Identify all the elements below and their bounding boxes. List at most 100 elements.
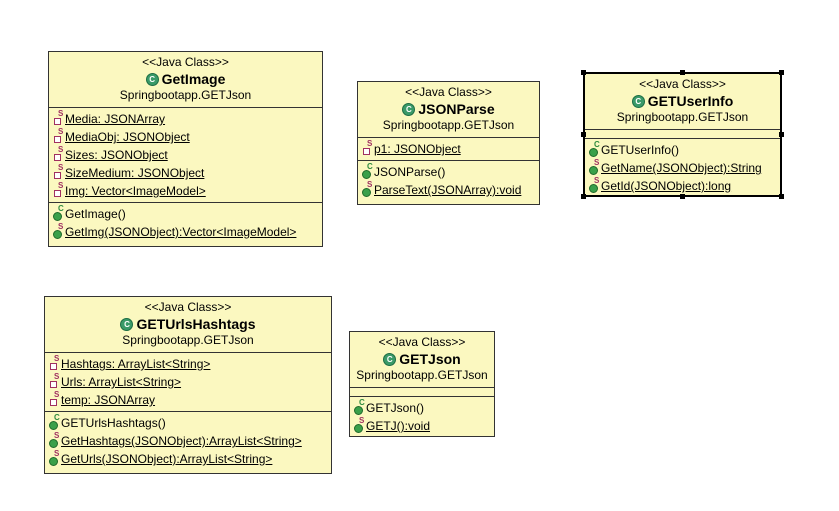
class-header: <<Java Class>> C GetImage Springbootapp.… [49, 52, 322, 108]
constructor-icon: C [53, 205, 64, 221]
method-text: ParseText(JSONArray):void [374, 183, 522, 197]
constructor-icon: C [354, 399, 365, 415]
method-text: GETJ():void [366, 419, 431, 433]
class-box-jsonparse[interactable]: <<Java Class>> C JSONParse Springbootapp… [357, 81, 540, 205]
resize-handle[interactable] [779, 132, 784, 137]
class-box-getuserinfo[interactable]: <<Java Class>> C GETUserInfo Springboota… [581, 70, 784, 199]
stereotype-label: <<Java Class>> [142, 55, 229, 69]
field-text: Media: JSONArray [65, 112, 166, 126]
static-field-icon: S [53, 110, 64, 125]
method-text: GetId(JSONObject):long [601, 179, 732, 193]
static-method-icon: S [589, 159, 600, 175]
stereotype-label: <<Java Class>> [405, 85, 492, 99]
method-text: GETUserInfo() [601, 143, 680, 157]
static-method-icon: S [53, 223, 64, 239]
resize-handle[interactable] [581, 132, 586, 137]
class-box-geturlshashtags[interactable]: <<Java Class>> C GETUrlsHashtags Springb… [44, 296, 332, 474]
package-label: Springbootapp.GETJson [122, 333, 254, 347]
class-name: C GetImage [51, 70, 320, 88]
stereotype-label: <<Java Class>> [639, 77, 726, 91]
class-box-getimage[interactable]: <<Java Class>> C GetImage Springbootapp.… [48, 51, 323, 247]
method-text: GETUrlsHashtags() [61, 416, 166, 430]
class-name: C GETUrlsHashtags [47, 315, 329, 333]
static-method-icon: S [589, 177, 600, 193]
package-label: Springbootapp.GETJson [356, 368, 488, 382]
class-name-text: GETJson [399, 351, 461, 367]
class-header: <<Java Class>> C GETJson Springbootapp.G… [350, 332, 494, 388]
class-name: C JSONParse [360, 100, 537, 118]
resize-handle[interactable] [680, 194, 685, 199]
class-header: <<Java Class>> C GETUrlsHashtags Springb… [45, 297, 331, 353]
resize-handle[interactable] [581, 194, 586, 199]
static-field-icon: S [49, 355, 60, 370]
package-label: Springbootapp.GETJson [616, 110, 749, 124]
resize-handle[interactable] [779, 194, 784, 199]
class-box-getjson[interactable]: <<Java Class>> C GETJson Springbootapp.G… [349, 331, 495, 437]
field-text: SizeMedium: JSONObject [65, 166, 205, 180]
static-method-icon: S [49, 450, 60, 466]
class-name-text: GETUrlsHashtags [136, 316, 256, 332]
class-header: <<Java Class>> C JSONParse Springbootapp… [358, 82, 539, 138]
field-text: MediaObj: JSONObject [65, 130, 190, 144]
class-c-icon: C [631, 94, 645, 108]
method-text: GetImg(JSONObject):Vector<ImageModel> [65, 225, 297, 239]
stereotype-label: <<Java Class>> [378, 335, 466, 349]
class-c-icon: C [120, 317, 134, 331]
static-field-icon: S [362, 140, 373, 155]
stereotype-label: <<Java Class>> [144, 300, 232, 314]
resize-handle[interactable] [581, 70, 586, 75]
class-name-text: GETUserInfo [647, 93, 734, 109]
static-field-icon: S [49, 373, 60, 388]
resize-handle[interactable] [680, 70, 685, 75]
constructor-icon: C [49, 414, 60, 430]
fields-section [585, 130, 780, 139]
class-c-icon: C [402, 102, 416, 116]
package-label: Springbootapp.GETJson [382, 118, 515, 132]
field-text: Urls: ArrayList<String> [61, 375, 182, 389]
method-text: GetName(JSONObject):String [601, 161, 762, 175]
static-field-icon: S [53, 164, 64, 179]
static-field-icon: S [53, 182, 64, 197]
package-label: Springbootapp.GETJson [119, 88, 252, 102]
field-text: Hashtags: ArrayList<String> [61, 357, 211, 371]
method-text: GetImage() [65, 207, 126, 221]
class-name-text: JSONParse [418, 101, 495, 117]
field-text: temp: JSONArray [61, 393, 156, 407]
class-name: C GETUserInfo [587, 92, 778, 110]
method-text: JSONParse() [374, 165, 446, 179]
resize-handle[interactable] [779, 70, 784, 75]
method-text: GetUrls(JSONObject):ArrayList<String> [61, 452, 273, 466]
field-text: Sizes: JSONObject [65, 148, 168, 162]
class-c-icon: C [145, 72, 159, 86]
class-header: <<Java Class>> C GETUserInfo Springboota… [585, 74, 780, 130]
